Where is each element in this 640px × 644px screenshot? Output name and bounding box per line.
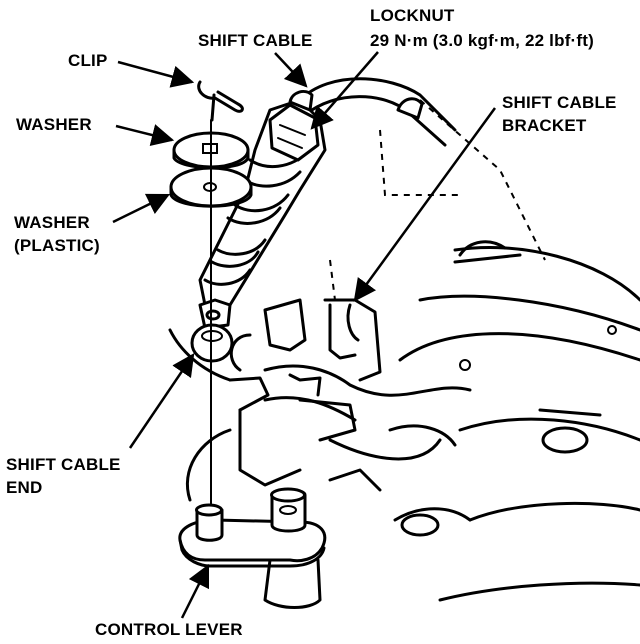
locknut-label: LOCKNUT 29 N·m (3.0 kgf·m, 22 lbf·ft) [370,6,594,50]
control-lever-label: CONTROL LEVER [95,620,243,639]
control-lever-text: CONTROL LEVER [95,620,243,639]
locknut-title: LOCKNUT [370,6,455,25]
shift-cable-bracket-label: SHIFT CABLE BRACKET [502,93,617,135]
shift-linkage [168,328,472,537]
clip-text: CLIP [68,51,108,70]
shift-cable-end-line2: END [6,478,43,497]
arrow-control-lever [180,563,210,619]
washer-plastic-material: (PLASTIC) [14,236,100,255]
shift-cable-text: SHIFT CABLE [198,31,313,50]
shift-cable-end-line1: SHIFT CABLE [6,455,121,474]
shift-cable-bracket [263,298,382,382]
shift-cable-end-label: SHIFT CABLE END [6,455,121,497]
arrow-shift-cable-end [128,353,195,449]
locknut-torque-spec: 29 N·m (3.0 kgf·m, 22 lbf·ft) [370,31,594,50]
arrow-locknut [310,51,379,130]
washer-plastic-title: WASHER [14,213,90,232]
leader-arrows [112,51,497,619]
routing-guide-lines [329,99,546,301]
control-lever [178,487,327,609]
washer-label: WASHER [16,115,92,134]
transmission-housing [398,240,640,602]
shift-cable-bracket-line2: BRACKET [502,116,587,135]
clip-part [197,80,244,122]
arrow-clip [117,60,195,88]
washer-plastic-label: WASHER (PLASTIC) [14,213,100,255]
shift-cable-label: SHIFT CABLE [198,31,313,50]
washer-text: WASHER [16,115,92,134]
arrow-shift-cable [274,52,308,88]
arrow-washer [115,124,175,147]
shift-cable-bracket-line1: SHIFT CABLE [502,93,617,112]
arrow-washer-plastic [112,193,171,224]
clip-label: CLIP [68,51,108,70]
arrow-shift-cable-bracket [353,107,497,302]
